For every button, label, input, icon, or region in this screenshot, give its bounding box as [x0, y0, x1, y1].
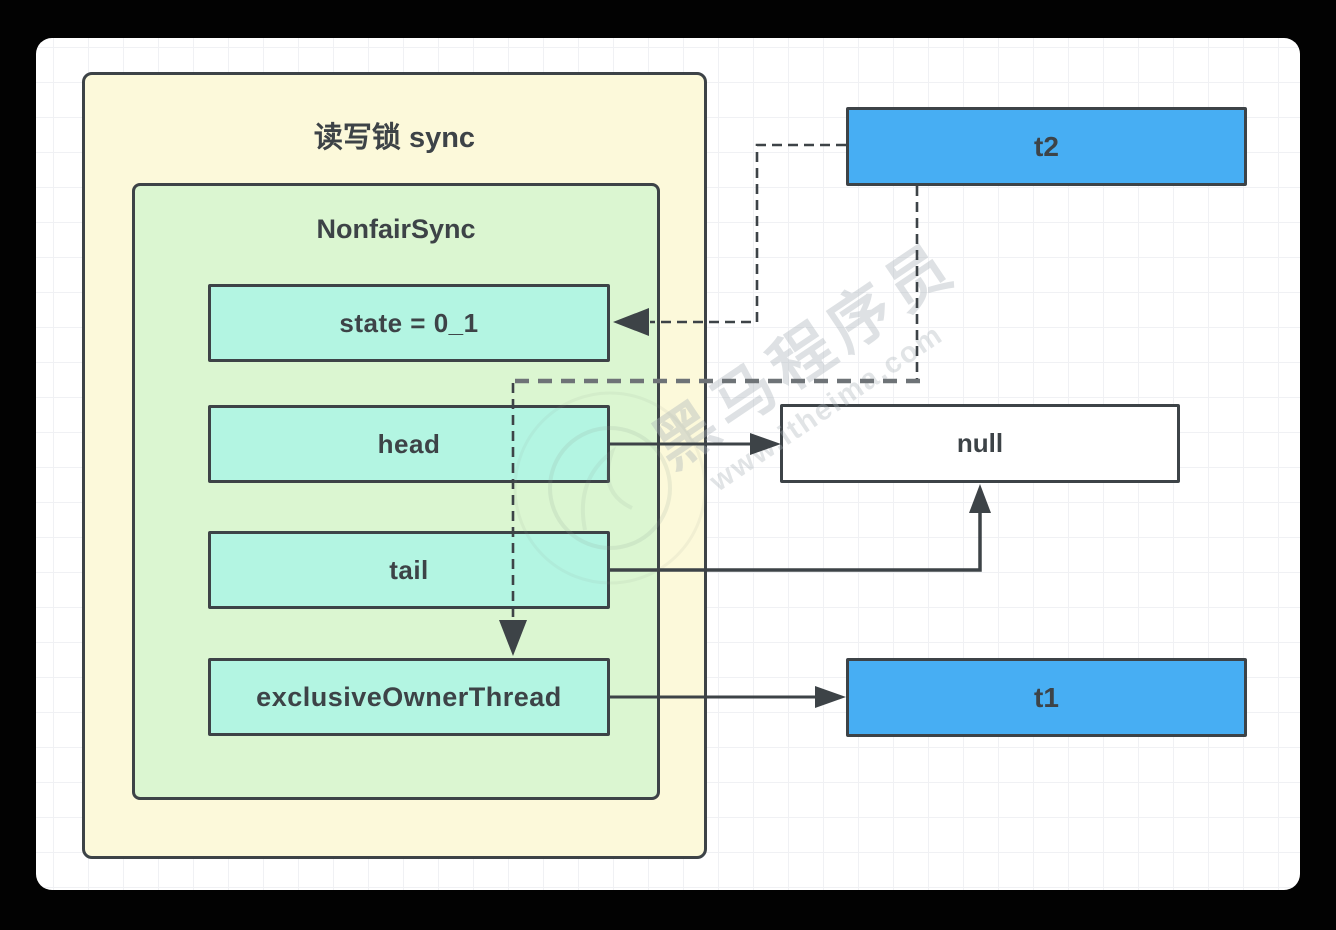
inner-container-title: NonfairSync — [316, 214, 476, 244]
diagram-canvas: 读写锁 sync NonfairSync state = 0_1 head ta… — [36, 38, 1300, 890]
thread-t2-label: t2 — [1034, 130, 1059, 162]
field-exclusiveOwnerThread: exclusiveOwnerThread — [208, 658, 610, 736]
thread-t1-label: t1 — [1034, 681, 1059, 713]
outer-container-title: 读写锁 sync — [313, 122, 476, 154]
field-exclusiveOwnerThread-label: exclusiveOwnerThread — [256, 681, 562, 712]
thread-node-t1: t1 — [846, 658, 1247, 737]
field-state-label: state = 0_1 — [339, 307, 479, 338]
field-tail-label: tail — [389, 554, 429, 585]
null-node: null — [780, 404, 1180, 483]
null-node-label: null — [956, 428, 1004, 458]
field-tail: tail — [208, 531, 610, 609]
field-head-label: head — [377, 428, 441, 459]
thread-node-t2: t2 — [846, 107, 1247, 186]
field-state: state = 0_1 — [208, 284, 610, 362]
field-head: head — [208, 405, 610, 483]
